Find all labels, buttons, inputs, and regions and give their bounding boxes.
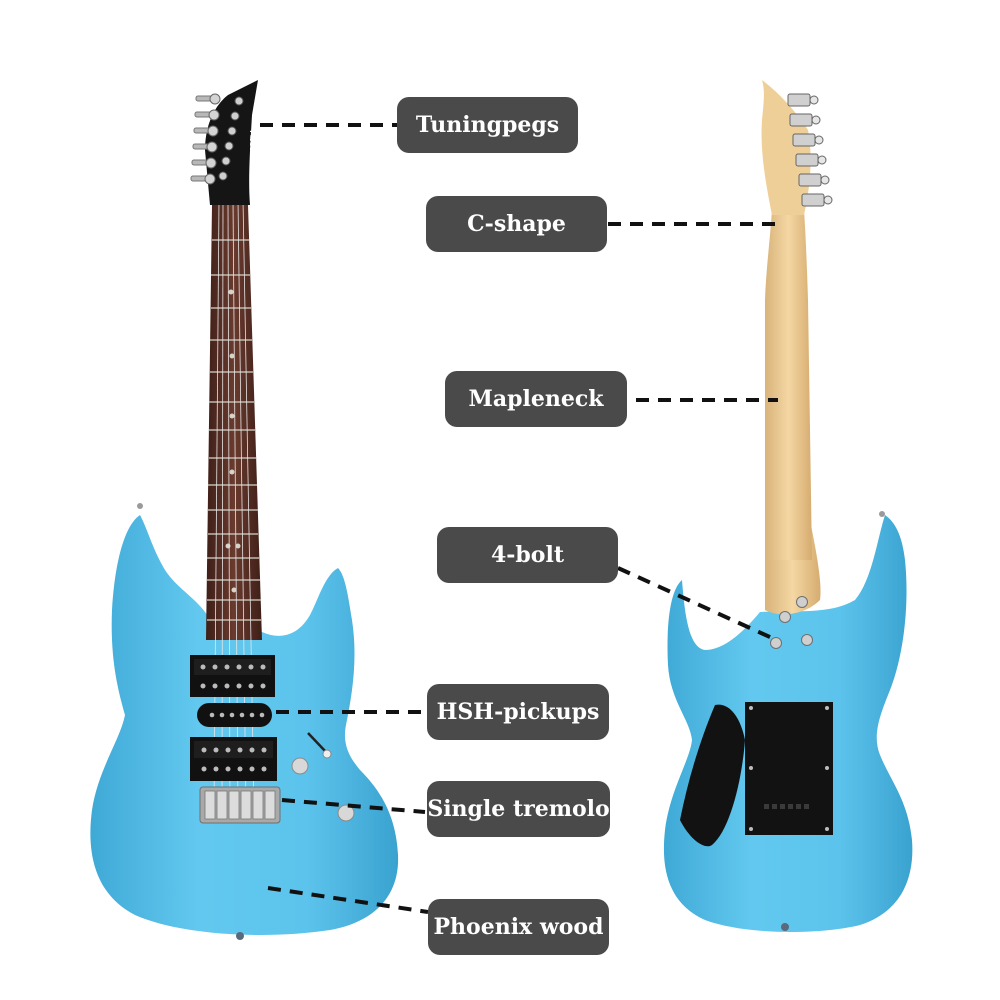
back-strap-pin-bottom [781,923,789,931]
tremolo-bridge [199,786,281,824]
cover-screw-icon [749,706,829,831]
leader-4-bolt [617,566,773,640]
label-tuningpegs: Tuningpegs [397,97,578,153]
tremolo-cover-slots [764,804,809,809]
leader-phoenix-wood [267,886,429,914]
neck-humbucker-pickup [190,655,275,697]
label-hsh-pickups: HSH-pickups [427,684,609,740]
selector-switch-tip [322,749,332,759]
front-inlays [225,289,241,593]
back-tuner-icon [787,93,833,207]
control-cavity-cover [680,704,745,847]
back-maple-neck [765,210,812,560]
label-phoenix-wood: Phoenix wood [428,899,609,955]
leader-lines [260,123,778,914]
label-4-bolt: 4-bolt [437,527,618,583]
front-strap-pin-top [137,503,143,509]
tremolo-cavity-cover [745,702,833,835]
back-headstock [761,80,811,215]
neck-bolt-icon [770,596,813,649]
tuning-peg-icon [190,93,244,185]
front-guitar: DEMUSEA [90,80,399,940]
back-guitar [663,80,913,932]
headstock-logo: DEMUSEA [250,128,260,178]
label-mapleneck: Mapleneck [445,371,627,427]
middle-single-coil-pickup [197,703,272,727]
back-strap-pin-top [879,511,885,517]
bridge-humbucker-pickup [190,737,277,781]
pickup-selector-switch [307,732,327,753]
tone-knob [337,804,355,822]
label-single-tremolo: Single tremolo [427,781,610,837]
front-fretboard [206,205,262,640]
leader-single-tremolo [281,798,426,814]
volume-knob [291,757,309,775]
front-strap-pin-bottom [236,932,244,940]
label-c-shape: C-shape [426,196,607,252]
